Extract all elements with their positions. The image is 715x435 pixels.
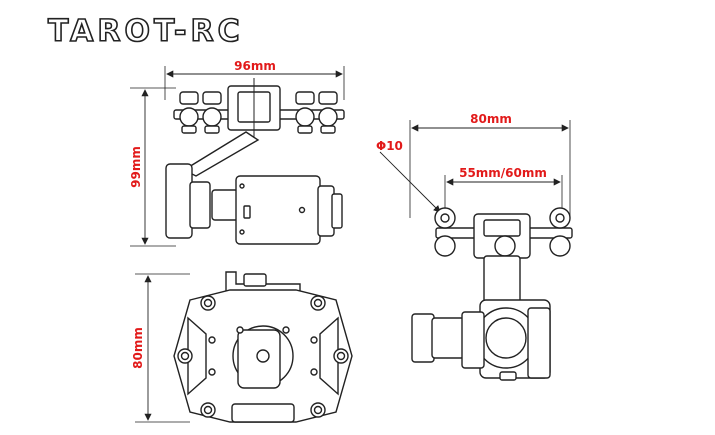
front-view	[379, 120, 573, 381]
brand-logo: TAROT-RC	[47, 13, 244, 50]
bottom-view	[135, 271, 353, 423]
damper-ball	[202, 91, 222, 134]
dimension-top-width: 96mm	[234, 59, 276, 73]
damper-ball	[318, 91, 338, 134]
dimension-bottom-height: 80mm	[131, 327, 145, 369]
damper-ball	[179, 91, 199, 134]
dimension-front-width: 80mm	[470, 112, 512, 126]
side-view	[130, 66, 345, 247]
dimension-mount-spacing: 55mm/60mm	[459, 166, 547, 180]
dimension-side-height: 99mm	[129, 146, 143, 188]
damper-ball	[295, 91, 315, 134]
dimension-hole-diameter: Φ10	[376, 139, 403, 153]
